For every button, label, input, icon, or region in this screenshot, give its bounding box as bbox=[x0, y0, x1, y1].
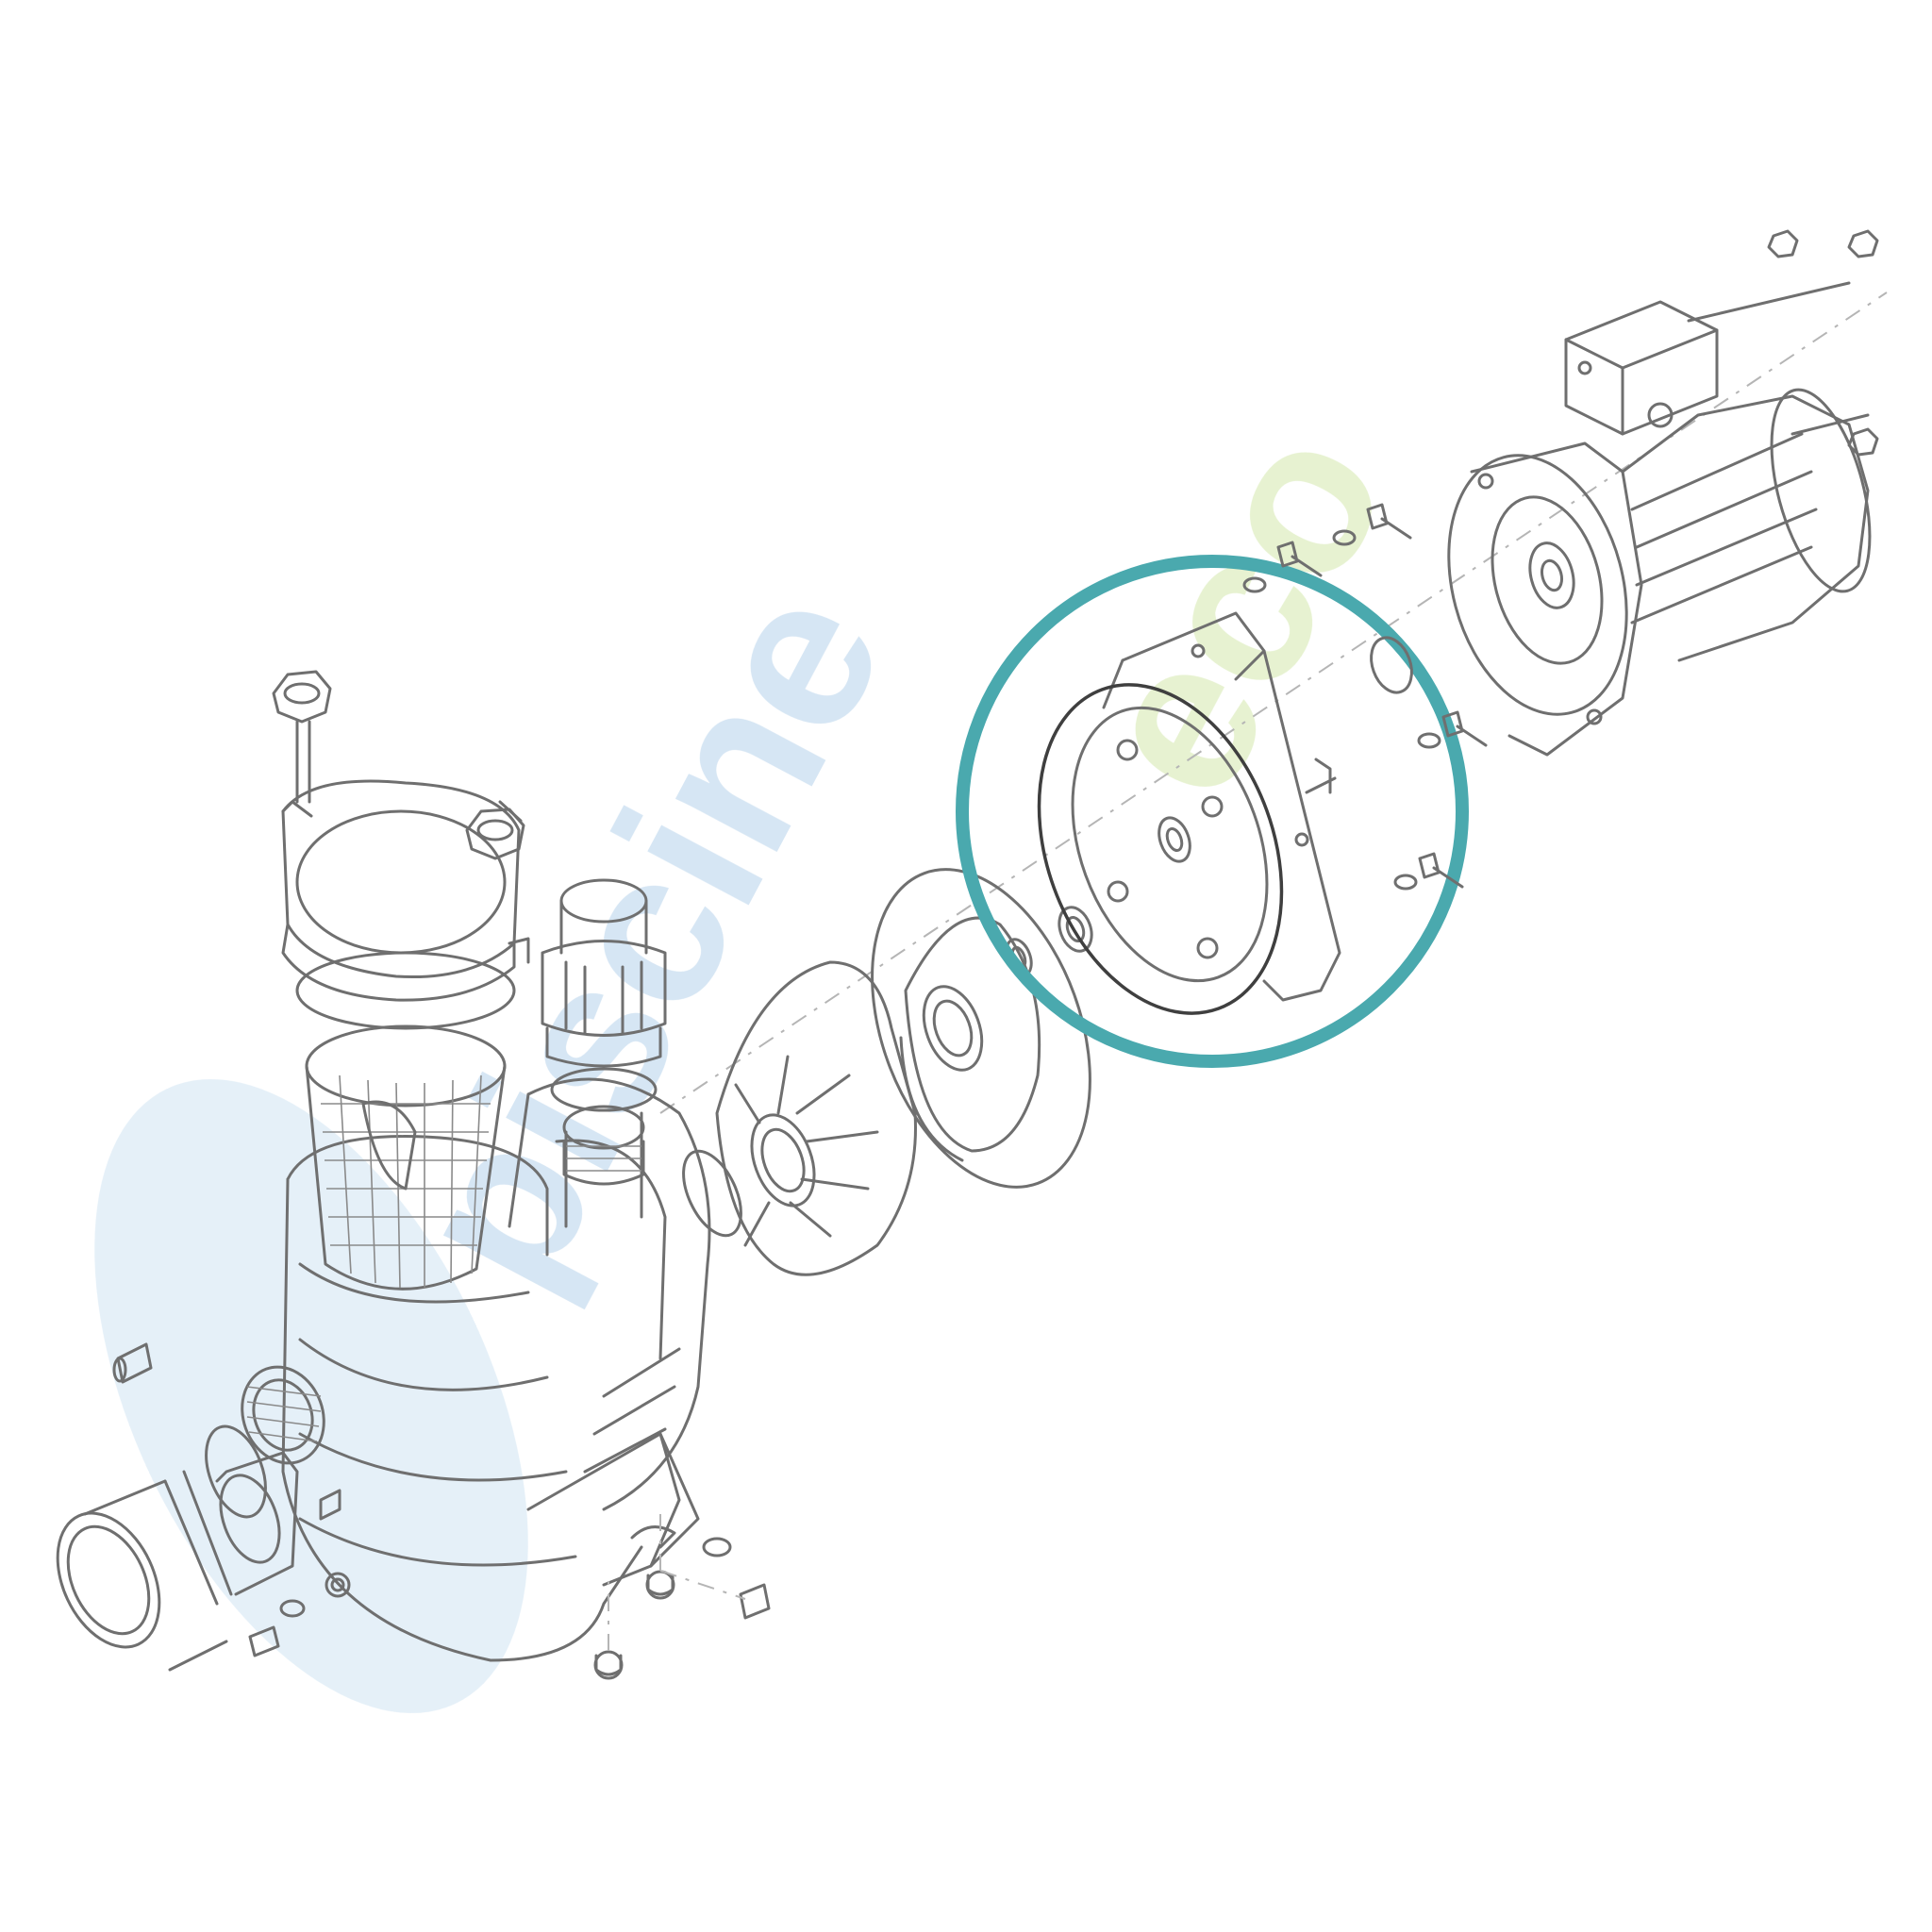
watermark-swirl bbox=[94, 1078, 528, 1714]
seal-plate bbox=[1037, 611, 1341, 1015]
union-o-ring bbox=[205, 1424, 267, 1519]
watermark: piscine eco bbox=[94, 389, 1433, 1714]
motor bbox=[1447, 229, 1879, 757]
watermark-text-green: eco bbox=[1043, 389, 1433, 833]
diffuser bbox=[715, 960, 917, 1276]
union-fitting-top bbox=[541, 878, 667, 1112]
seal-plate-highlight bbox=[956, 555, 1469, 1068]
clamp-knob bbox=[465, 808, 525, 860]
seal-plate-hardware bbox=[1242, 503, 1488, 891]
lid-knob bbox=[272, 670, 332, 804]
strainer-basket bbox=[305, 1024, 507, 1291]
union-fitting-left bbox=[56, 1451, 299, 1672]
lid-clamp bbox=[281, 779, 530, 1002]
pump-body bbox=[241, 1077, 711, 1662]
pump-small-parts bbox=[112, 1342, 771, 1680]
impeller-o-ring bbox=[682, 1149, 742, 1238]
motor-flange-gasket bbox=[1370, 636, 1413, 694]
diffuser-o-ring bbox=[871, 868, 1091, 1189]
